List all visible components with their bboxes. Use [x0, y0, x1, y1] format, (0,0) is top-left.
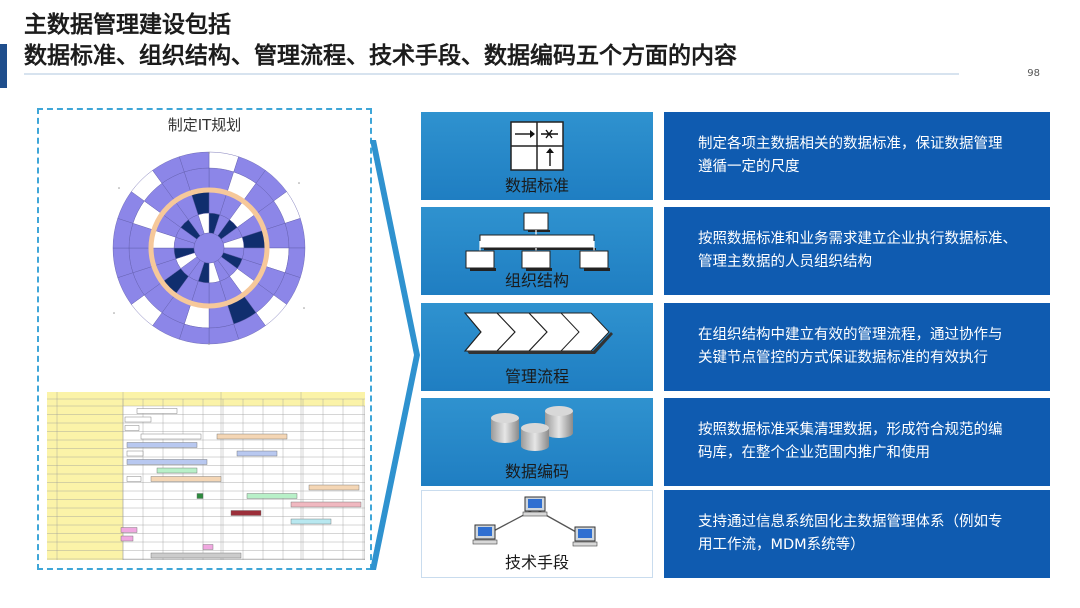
desc-line: 管理主数据的人员组织结构 [698, 254, 872, 270]
process-chevron-icon [463, 312, 613, 354]
desc-org-structure: 按照数据标准和业务需求建立企业执行数据标准、管理主数据的人员组织结构 [664, 207, 1050, 295]
panel-caption: 制定IT规划 [167, 116, 242, 134]
gantt-bar [230, 510, 262, 516]
desc-line: 按照数据标准和业务需求建立企业执行数据标准、 [698, 231, 1017, 247]
radial-center [193, 232, 225, 264]
page-number: 98 [1027, 68, 1040, 79]
row-technical-means: 技术手段 [421, 490, 653, 578]
radial-wedge [179, 151, 210, 173]
gantt-chart-illustration [47, 392, 365, 560]
row-data-coding: 数据编码 [421, 398, 653, 486]
row-data-standard: 数据标准 [421, 112, 653, 200]
title-line-1: 主数据管理建设包括 [24, 12, 231, 38]
gantt-bar [156, 467, 198, 474]
gantt-bar [196, 493, 204, 499]
desc-line: 关键节点管控的方式保证数据标准的有效执行 [698, 350, 988, 366]
gantt-bar [308, 484, 360, 491]
gantt-bar [120, 535, 134, 542]
expand-arrow-shape [370, 140, 420, 570]
gantt-bar [120, 527, 138, 533]
data-standard-icon [510, 121, 564, 171]
desc-line: 制定各项主数据相关的数据标准，保证数据管理 [698, 136, 1003, 152]
database-cylinders-icon [491, 406, 573, 451]
title-accent-bar [0, 44, 7, 88]
it-planning-panel: 制定IT规划 [37, 108, 372, 570]
radial-chart-illustration [112, 151, 306, 345]
gantt-bar [126, 459, 208, 465]
gantt-bar [126, 450, 144, 457]
desc-line: 支持通过信息系统固化主数据管理体系（例如专 [698, 514, 1003, 530]
gantt-bar [236, 450, 278, 457]
gantt-bar [126, 442, 198, 448]
gantt-bar [136, 408, 178, 414]
page-title: 主数据管理建设包括 数据标准、组织结构、管理流程、技术手段、数据编码五个方面的内… [24, 10, 737, 72]
desc-data-coding: 按照数据标准采集清理数据，形成符合规范的编码库，在整个企业范围内推广和使用 [664, 398, 1050, 486]
gantt-bar [150, 552, 242, 559]
gantt-bar [126, 476, 142, 482]
title-divider [24, 73, 959, 75]
desc-line: 按照数据标准采集清理数据，形成符合规范的编 [698, 422, 1003, 438]
desc-data-standard: 制定各项主数据相关的数据标准，保证数据管理遵循一定的尺度 [664, 112, 1050, 200]
desc-line: 码库，在整个企业范围内推广和使用 [698, 445, 930, 461]
row-management-process: 管理流程 [421, 303, 653, 391]
gantt-bar [140, 433, 202, 440]
row-org-structure: 组织结构 [421, 207, 653, 295]
desc-line: 在组织结构中建立有效的管理流程，通过协作与 [698, 327, 1003, 343]
gantt-bar [202, 544, 214, 550]
desc-management-process: 在组织结构中建立有效的管理流程，通过协作与关键节点管控的方式保证数据标准的有效执… [664, 303, 1050, 391]
row-label: 数据编码 [504, 462, 569, 481]
gantt-bar [124, 416, 152, 423]
gantt-bar [216, 433, 288, 440]
gantt-bar [290, 501, 362, 508]
gantt-bar [290, 518, 332, 525]
org-chart-icon [465, 212, 610, 271]
gantt-bar [124, 425, 140, 431]
row-label: 组织结构 [504, 271, 569, 290]
gantt-bar [246, 493, 298, 499]
gantt-bar [150, 476, 222, 482]
row-label: 技术手段 [504, 553, 569, 572]
desc-line: 用工作流，MDM系统等） [698, 537, 865, 553]
desc-technical-means: 支持通过信息系统固化主数据管理体系（例如专用工作流，MDM系统等） [664, 490, 1050, 578]
title-line-2: 数据标准、组织结构、管理流程、技术手段、数据编码五个方面的内容 [24, 43, 737, 69]
row-label: 数据标准 [504, 176, 569, 195]
desc-line: 遵循一定的尺度 [698, 159, 800, 175]
row-label: 管理流程 [504, 367, 569, 386]
network-computers-icon [472, 496, 598, 547]
